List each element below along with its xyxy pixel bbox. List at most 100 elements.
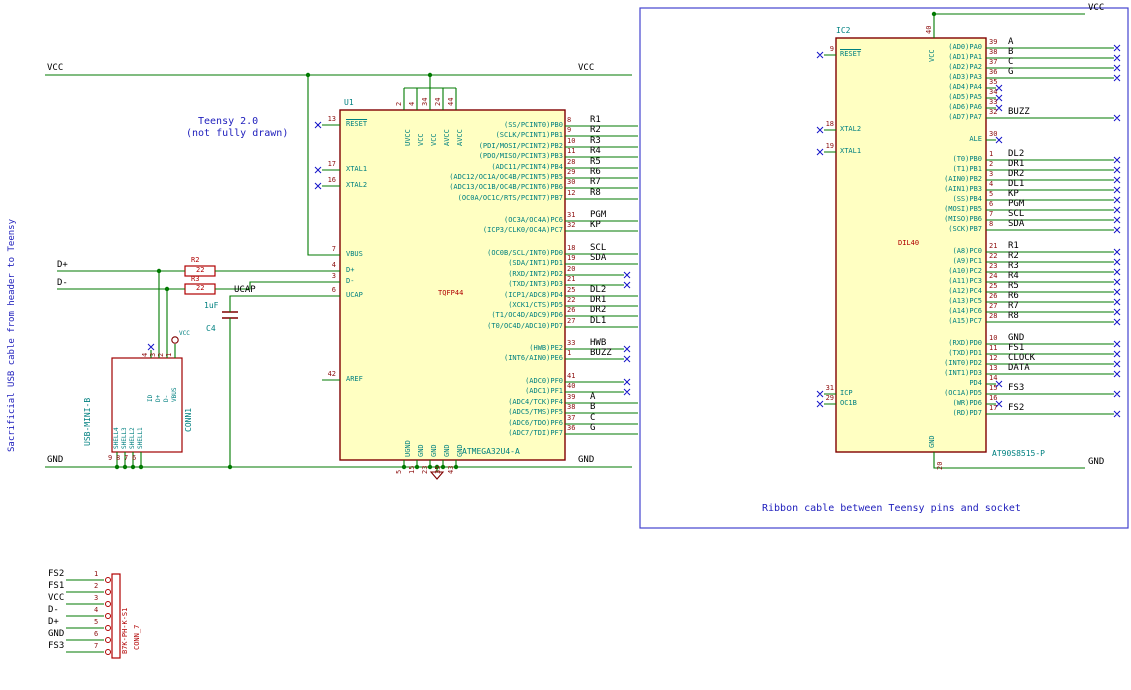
pin-name: D- [163,394,170,402]
r3-value: 22 [196,284,205,292]
pin-name: (SCK)PB7 [948,225,982,233]
net-label: B [590,402,596,412]
pin-name: UCAP [346,291,363,299]
net-label: R5 [590,157,601,167]
pin-name: (A11)PC3 [948,277,982,285]
pin-name: ALE [969,135,982,143]
pin-number: 9 [567,126,572,134]
pin-number: 28 [989,312,998,320]
r2-reference: R2 [191,256,200,264]
pin-number: 27 [989,302,998,310]
pin-name: (OC3A/OC4A)PC6 [503,216,563,224]
pin-number: 44 [447,97,455,106]
pin-name: (AD0)PA0 [948,43,982,51]
pin-name: (A10)PC2 [948,267,982,275]
pin-name: (AD1)PA1 [948,53,982,61]
pin-name: VBUS [171,387,178,402]
net-label: BUZZ [590,348,612,358]
pin-number: 40 [925,25,933,34]
pin-name: D- [346,277,355,285]
net-label-ucap: UCAP [234,285,256,295]
net-label: DATA [1008,363,1030,373]
u1-footprint: TQFP44 [438,289,464,297]
pin-number: 21 [989,242,998,250]
pin-number: 14 [989,374,998,382]
ic2-body[interactable] [835,37,987,453]
junction-dot [414,464,420,470]
pin-circle [105,649,111,655]
pin-circle [105,589,111,595]
pin-name: (RXD/INT2)PD2 [508,270,563,278]
u1-body[interactable] [339,109,566,461]
pin-name: (INT1)PD3 [944,369,982,377]
net-label: C [1008,57,1014,67]
pin-number: 26 [989,292,998,300]
pin-number: 1 [989,150,994,158]
pin-number: 27 [567,317,576,325]
pin-name: (A8)PC0 [952,247,982,255]
capacitor-c4-body[interactable] [222,311,238,319]
pin-number: 9 [829,45,834,53]
pin-number: 32 [989,108,998,116]
conn1-vbus-power-flag: VCC [179,330,190,337]
pin-number: 43 [447,465,455,474]
net-label: DR2 [1008,169,1025,179]
pin-number: 3 [331,272,336,280]
net-label: R3 [590,136,601,146]
pin-number: 37 [567,414,576,422]
junction-dot [453,464,459,470]
net-label: R5 [1008,281,1019,291]
pin-number: 15 [408,465,416,474]
conn1-body[interactable] [111,357,183,453]
pin-name: (MOSI)PB5 [944,205,982,213]
net-label: R1 [1008,241,1019,251]
pin-name: SHELL4 [113,427,120,449]
pin-number: 39 [567,393,576,401]
pin-number: 17 [327,160,336,168]
net-label: SDA [590,253,607,263]
conn7-body[interactable] [111,573,121,659]
pin-number: 32 [567,221,576,229]
pin-circle [105,577,111,583]
pin-number: 7 [989,210,994,218]
pin-name: RESET [840,50,862,58]
pin-name: ICP [840,389,853,397]
net-label: D+ [48,617,59,627]
pin-number: 37 [989,58,998,66]
pin-name: (TXD)PD1 [948,349,982,357]
pin-name: (ADC5/TMS)PF5 [508,408,563,416]
pin-name: (AD5)PA5 [948,93,982,101]
pin-number: 7 [331,245,336,253]
pin-name: AREF [346,375,363,383]
pin-number: 29 [567,168,576,176]
junction-dot [114,464,120,470]
net-label: DR1 [590,295,607,305]
pin-name: (T1/OC4D/ADC9)PD6 [491,311,563,319]
pin-name: (WR)PD6 [952,399,982,407]
pin-name: (ADC0)PF0 [525,377,563,385]
pin-name: (OC0A/OC1C/RTS/PCINT7)PB7 [457,194,563,202]
pin-number: 1 [94,570,99,578]
pin-number: 29 [825,394,834,402]
pin-number: 31 [825,384,834,392]
pin-name: (ADC6/TDO)PF6 [508,419,563,427]
pin-name: XTAL2 [840,125,862,133]
net-label-vcc-left: VCC [47,63,64,73]
net-label: R2 [590,125,601,135]
pin-name: (INT6/AIN0)PE6 [503,354,563,362]
pin-name: (SS/PCINT0)PB0 [503,121,563,129]
pin-number: 12 [567,189,576,197]
pin-number: 23 [421,465,429,474]
pin-circle [105,613,111,619]
pin-number: 6 [132,454,137,462]
pin-number: 9 [108,454,113,462]
conn7-reference: CONN_7 [133,624,141,650]
pin-name: (AD4)PA4 [948,83,982,91]
net-label: G [590,423,596,433]
net-label: BUZZ [1008,107,1030,117]
pin-number: 36 [989,68,998,76]
net-label-vcc-right: VCC [578,63,595,73]
junction-dot [434,464,440,470]
net-label: A [590,392,596,402]
